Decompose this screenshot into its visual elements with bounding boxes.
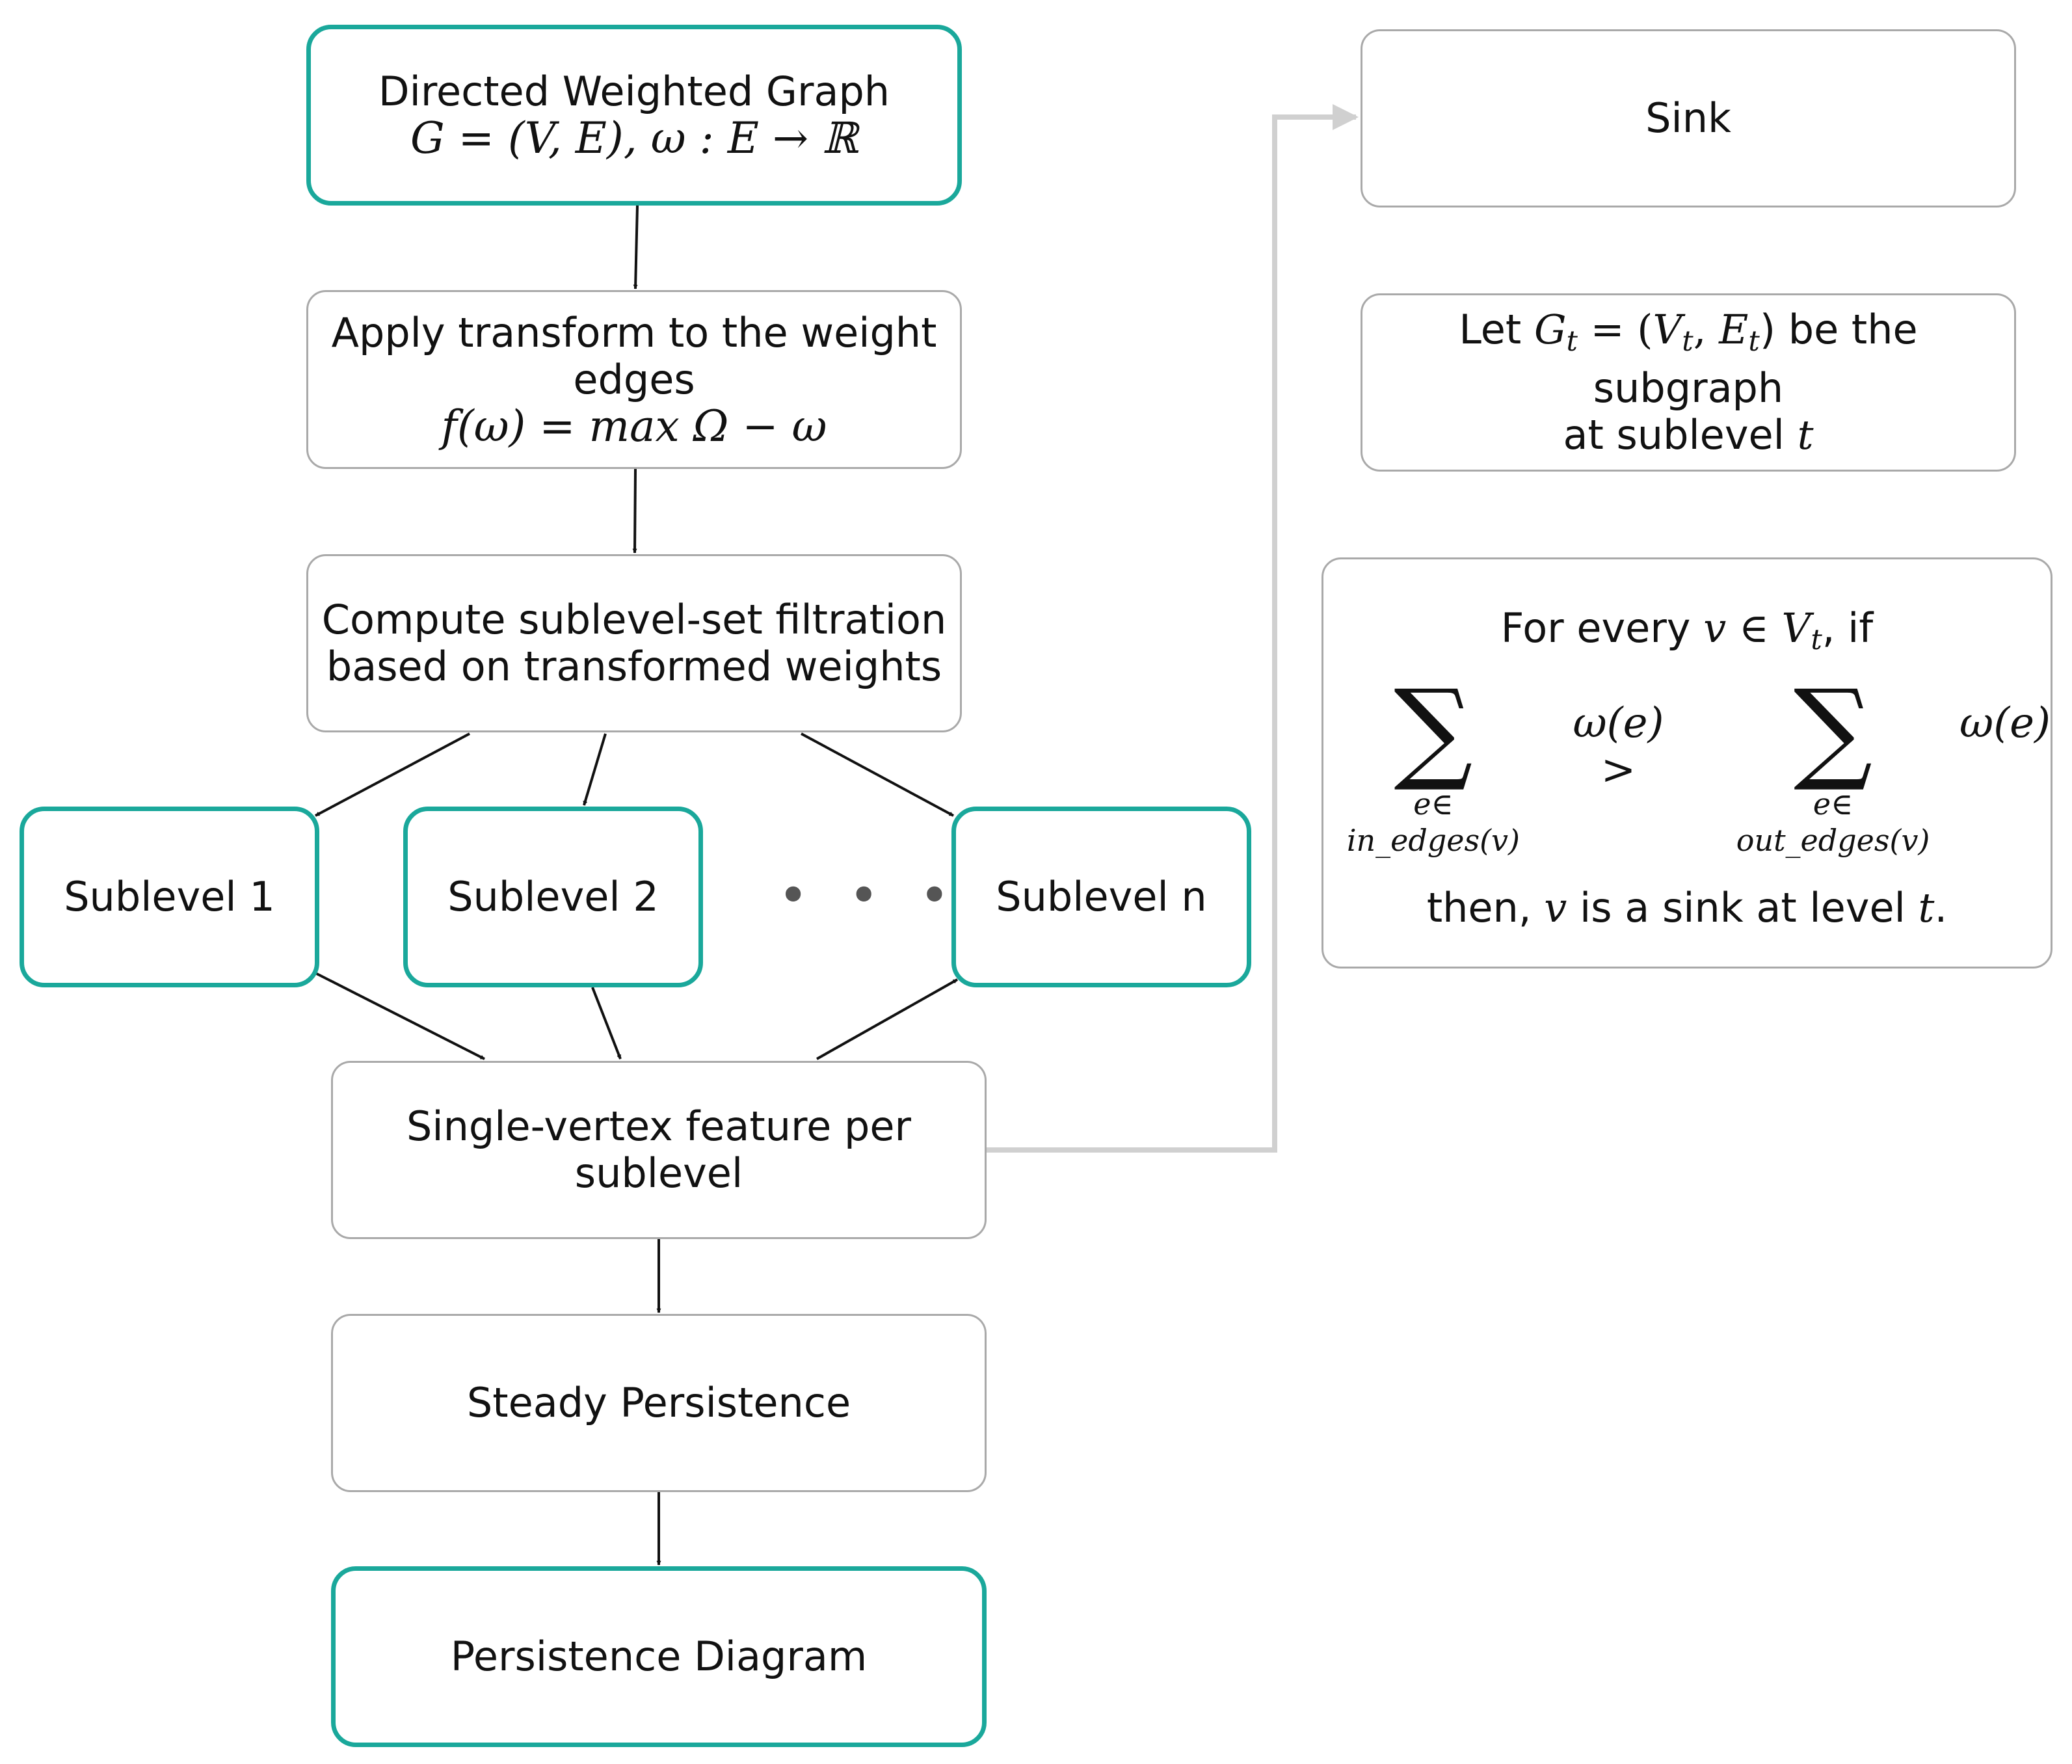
subgraph-line1: Let Gt = (Vt, Et) be the subgraph <box>1362 306 2014 412</box>
rule-line1: For every v ∈ Vt, if <box>1501 605 1873 663</box>
subgraph-E: E <box>1719 306 1749 354</box>
sink-inequality: ∑ e∈ in_edges(v) ω(e) > ∑ e∈ out_edges(v… <box>1323 675 2051 859</box>
subgraph-V: V <box>1653 306 1682 354</box>
filtration-line2: based on transformed weights <box>326 643 942 690</box>
sublevel-2-node: Sublevel 2 <box>403 807 703 987</box>
sublevel-2-label: Sublevel 2 <box>447 873 659 920</box>
graph-node: Directed Weighted Graph G = (V, E), ω : … <box>306 25 962 206</box>
arrow-filtration-to-sublevel-n <box>801 732 954 817</box>
subgraph-G-sub: t <box>1566 325 1578 358</box>
sublevel-1-label: Sublevel 1 <box>64 873 275 920</box>
subgraph-text-rest: ) be the subgraph <box>1593 306 1918 412</box>
rule-v2: v <box>1544 883 1567 931</box>
rule-t: t <box>1918 883 1935 931</box>
subgraph-G: G <box>1534 306 1567 354</box>
omega-right: ω(e) <box>1959 699 2051 747</box>
out-sum-sigma: ∑ <box>1793 665 1873 795</box>
feature-node: Single-vertex feature per sublevel <box>331 1061 987 1239</box>
feature-line1: Single-vertex feature per <box>406 1102 911 1150</box>
transform-line2: edges <box>573 355 695 403</box>
filtration-node: Compute sublevel-set filtration based on… <box>306 554 962 732</box>
sink-rule-node: For every v ∈ Vt, if ∑ e∈ in_edges(v) ω(… <box>1322 557 2052 969</box>
rule-text-if: , if <box>1822 604 1874 652</box>
rule-line3: then, v is a sink at level t. <box>1426 883 1948 931</box>
feature-line2: sublevel <box>574 1149 743 1197</box>
transform-formula: f(ω) = max Ω − ω <box>441 401 827 451</box>
in-sum-index: e∈ in_edges(v) <box>1346 786 1520 858</box>
diagram-node: Persistence Diagram <box>331 1566 987 1747</box>
graph-title: Directed Weighted Graph <box>378 68 890 115</box>
omega-left: ω(e) > <box>1573 699 1664 794</box>
rule-text-then: then, <box>1426 883 1545 931</box>
subgraph-line2: at sublevel t <box>1563 410 1814 459</box>
in-sum-sigma: ∑ <box>1394 665 1473 795</box>
rule-V-sub: t <box>1811 623 1822 656</box>
arrow-sublevel-1-to-feature <box>315 972 485 1060</box>
arrow-graph-to-transform <box>633 205 639 289</box>
rule-V: V <box>1781 604 1811 652</box>
subgraph-E-sub: t <box>1748 325 1760 358</box>
out-sum: ∑ e∈ out_edges(v) <box>1713 675 1953 859</box>
subgraph-eq: = ( <box>1577 306 1653 354</box>
in-sum: ∑ e∈ in_edges(v) <box>1323 675 1543 859</box>
steady-label: Steady Persistence <box>466 1379 851 1426</box>
transform-line1: Apply transform to the weight <box>331 308 937 356</box>
subgraph-text-at: at sublevel <box>1563 410 1798 459</box>
sublevel-1-node: Sublevel 1 <box>20 807 319 987</box>
filtration-line1: Compute sublevel-set filtration <box>321 596 947 643</box>
subgraph-text-let: Let <box>1459 306 1534 354</box>
arrow-filtration-to-sublevel-2 <box>583 733 607 806</box>
sublevel-n-node: Sublevel n <box>951 807 1251 987</box>
sink-node: Sink <box>1361 29 2016 207</box>
sublevel-ellipsis: • • • <box>778 865 962 926</box>
subgraph-V-sub: t <box>1682 325 1693 358</box>
sublevel-n-label: Sublevel n <box>996 873 1207 920</box>
arrow-filtration-to-sublevel-1 <box>315 732 470 817</box>
out-sum-index: e∈ out_edges(v) <box>1736 786 1930 858</box>
rule-v: v <box>1703 604 1727 652</box>
rule-text-for: For every <box>1500 604 1704 652</box>
subgraph-t: t <box>1797 410 1814 459</box>
arrow-feature-to-sublevel-n <box>816 978 958 1060</box>
transform-node: Apply transform to the weight edges f(ω)… <box>306 290 962 469</box>
connector-feature-to-sink <box>987 104 1359 1153</box>
rule-text-sink: is a sink at level <box>1567 883 1919 931</box>
subgraph-comma: , <box>1693 306 1720 354</box>
rule-in: ∈ <box>1726 604 1782 652</box>
arrow-sublevel-2-to-feature <box>591 987 622 1060</box>
steady-node: Steady Persistence <box>331 1314 987 1492</box>
graph-formula: G = (V, E), ω : E → ℝ <box>410 113 858 163</box>
rule-text-period: . <box>1934 883 1948 931</box>
diagram-label: Persistence Diagram <box>450 1633 868 1680</box>
sink-label: Sink <box>1645 94 1731 142</box>
subgraph-node: Let Gt = (Vt, Et) be the subgraph at sub… <box>1361 293 2016 472</box>
